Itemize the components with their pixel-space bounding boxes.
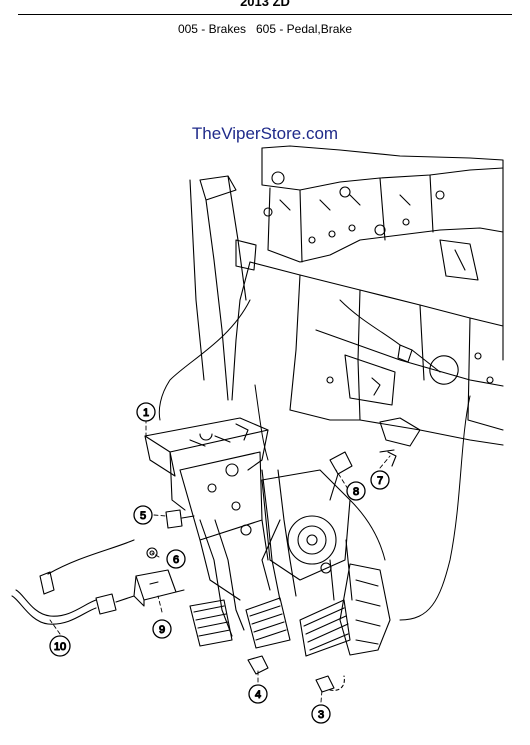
callout-5: 5 [133,505,153,525]
brake-light-switch [146,509,195,559]
callout-label: 7 [377,475,383,487]
sensor-module [133,569,185,607]
callout-7: 7 [370,470,390,490]
dash-panel-structure [189,145,504,447]
callout-4: 4 [248,684,268,704]
callout-3: 3 [311,704,331,724]
wiring-harness [158,299,471,621]
fasteners [247,449,397,693]
callout-label: 10 [54,641,66,653]
callout-8: 8 [346,481,366,501]
callout-label: 9 [159,624,165,636]
callout-1: 1 [136,402,156,422]
callout-label: 8 [353,486,359,498]
callout-label: 3 [318,709,324,721]
header-divider [18,14,512,15]
brake-pedal-arms [189,469,353,657]
watermark-text: TheViperStore.com [191,124,339,143]
connector-harness [11,539,135,625]
section-subtitle: 005 - Brakes 605 - Pedal,Brake [177,22,353,36]
callout-9: 9 [152,619,172,639]
callout-6: 6 [166,549,186,569]
callout-label: 1 [143,407,149,419]
callout-label: 5 [140,510,146,522]
callout-label: 4 [255,689,261,701]
callout-label: 6 [173,554,179,566]
page-title: 2013 ZD [240,0,290,9]
pedal-bracket-assembly [144,417,269,601]
booster-linkage [261,451,391,656]
callout-10: 10 [49,635,71,657]
